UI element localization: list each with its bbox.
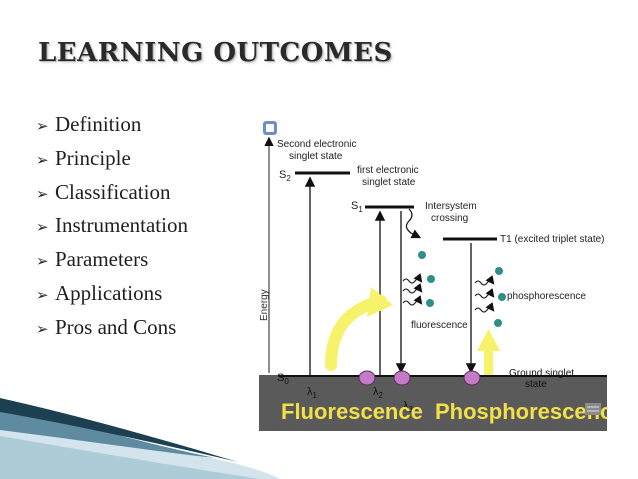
photon-dot: [427, 275, 435, 283]
list-item: ➢ Definition: [36, 110, 188, 144]
molecule-icon: [358, 370, 376, 386]
photon-dot: [498, 293, 506, 301]
s1-label-line1: first electronic: [357, 165, 419, 176]
s0-label-line2: state: [525, 379, 547, 390]
lambda-2-label: λ2: [373, 386, 384, 400]
photon-dot: [495, 267, 503, 275]
arrow-bullet-icon: ➢: [36, 152, 49, 169]
s0-label-line1: Ground singlet: [509, 368, 574, 379]
lambda-3-label: λ3: [403, 400, 414, 414]
arrow-bullet-icon: ➢: [36, 321, 49, 338]
swoosh-mid-band: [0, 400, 215, 458]
list-item: ➢ Parameters: [36, 245, 188, 279]
ground-state-band: [259, 375, 607, 431]
s2-symbol: S2: [279, 169, 291, 183]
arrow-bullet-icon: ➢: [36, 119, 49, 135]
s1-symbol: S1: [351, 200, 363, 214]
list-item: ➢ Principle: [36, 144, 188, 178]
outcomes-list: ➢ Definition ➢ Principle ➢ Classification ➢…: [36, 110, 188, 347]
s2-label-line1: Second electronic: [277, 139, 357, 150]
jablonski-diagram-svg: Energy Second electronic singlet state S…: [259, 121, 607, 431]
phosphorescence-small-label: phosphorescence: [507, 291, 586, 302]
list-item-label: Principle: [55, 145, 131, 170]
jablonski-diagram: Energy Second electronic singlet state S…: [259, 113, 607, 431]
t1-label: T1 (excited triplet state): [500, 234, 604, 245]
arrow-bullet-icon: ➢: [36, 186, 49, 203]
list-item-label: Instrumentation: [55, 213, 188, 238]
arrow-bullet-icon: ➢: [36, 287, 49, 304]
list-item-label: Applications: [55, 280, 163, 305]
fluorescence-highlight-arrowhead: [367, 287, 393, 317]
list-item: ➢ Instrumentation: [36, 211, 188, 245]
photon-dot: [418, 251, 426, 259]
list-item-label: Parameters: [55, 247, 149, 272]
lambda-1-label: λ1: [307, 386, 318, 400]
s1-label-line2: singlet state: [362, 177, 416, 188]
fluorescence-band-label: Fluorescence: [281, 399, 423, 424]
list-item-label: Definition: [55, 112, 142, 136]
list-item: ➢ Pros and Cons: [36, 313, 188, 347]
photon-dot: [494, 319, 502, 327]
list-item-label: Pros and Cons: [55, 314, 177, 339]
list-item: ➢ Classification: [36, 178, 188, 212]
fluorescence-small-label: fluorescence: [411, 320, 468, 331]
corner-logo-icon: [585, 403, 601, 415]
arrow-bullet-icon: ➢: [36, 254, 49, 271]
molecule-icon: [463, 370, 481, 386]
energy-axis-label: Energy: [259, 289, 270, 321]
fluorescence-wave-icons: [402, 273, 423, 306]
phosphorescence-highlight-arrow: [484, 349, 493, 375]
s2-label-line2: singlet state: [289, 151, 343, 162]
watermark-logo-icon: [263, 121, 277, 135]
slide-title: LEARNING OUTCOMES: [38, 38, 393, 68]
isc-arrow: [405, 208, 422, 239]
swoosh-dark-band: [0, 398, 238, 462]
phosphorescence-highlight-arrowhead: [477, 329, 500, 351]
isc-label-line2: crossing: [431, 213, 468, 224]
photon-dot: [426, 299, 434, 307]
list-item: ➢ Applications: [36, 279, 188, 313]
molecule-icon: [393, 370, 411, 386]
phosphorescence-wave-icons: [474, 275, 495, 313]
arrow-bullet-icon: ➢: [36, 220, 49, 237]
swoosh-lower-band: [0, 436, 260, 479]
phosphorescence-band-label: Phosphorescence: [435, 399, 607, 424]
isc-label-line1: Intersystem: [425, 201, 477, 212]
list-item-label: Classification: [55, 179, 171, 204]
s0-symbol: S0: [277, 372, 289, 386]
